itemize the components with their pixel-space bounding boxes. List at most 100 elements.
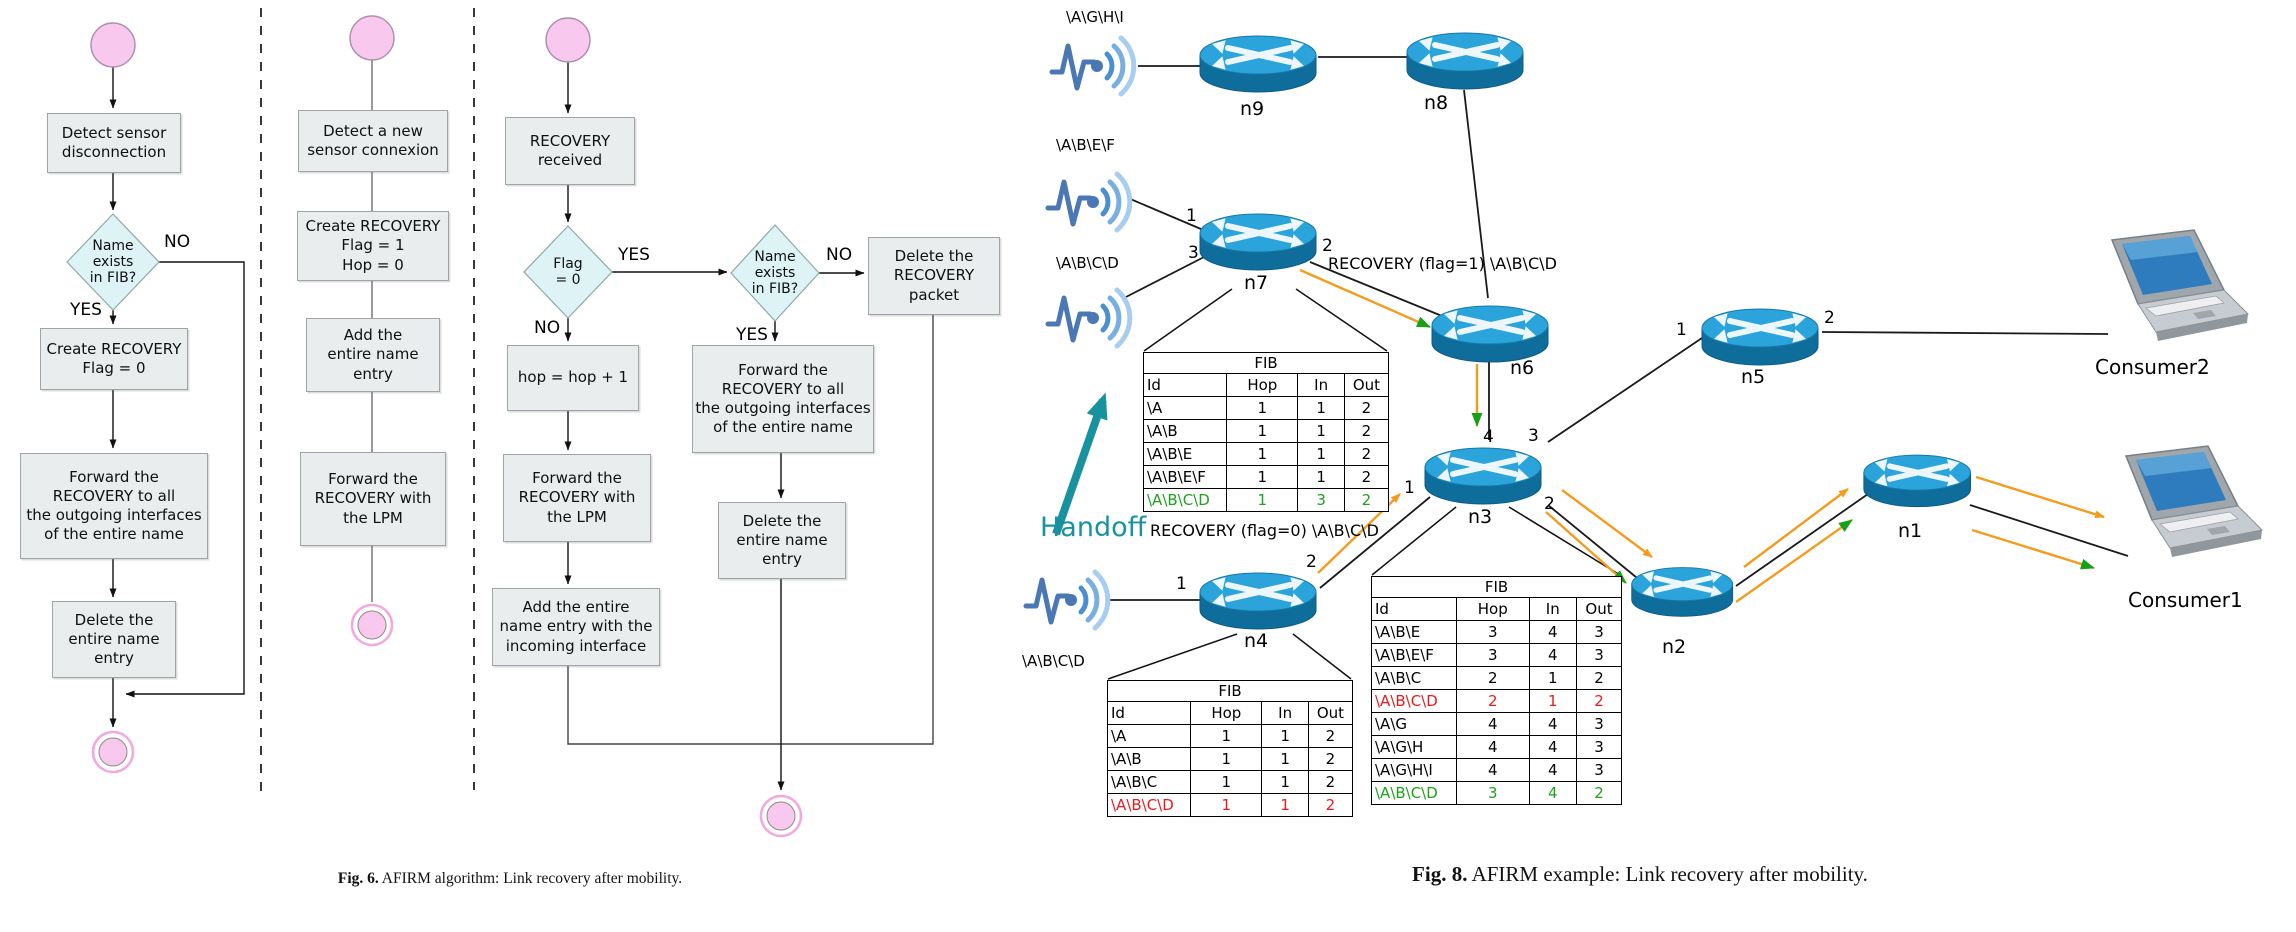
decision-diamonds <box>66 213 820 322</box>
fib-cell: \A\B\C\D <box>1371 689 1457 713</box>
flow3-no1-label: NO <box>534 318 561 338</box>
fig8-network <box>1026 33 2263 680</box>
router-label-n3: n3 <box>1468 506 1493 528</box>
flow3-diamond-name-exists: Name exists in FIB? <box>751 248 799 298</box>
router-n8-icon <box>1407 33 1523 89</box>
fib-column-header: Hop <box>1226 373 1299 397</box>
fib-cell: \A\B\C <box>1106 770 1192 794</box>
flow1-create-recovery: Create RECOVERY Flag = 0 <box>40 328 188 390</box>
fib-cell: 1 <box>1261 747 1309 771</box>
fib-title: FIB <box>1371 576 1622 598</box>
fib-cell: 1 <box>1190 724 1263 748</box>
diamond-flag0 <box>523 225 613 319</box>
fib-cell: 1 <box>1528 689 1577 713</box>
router-n7-icon <box>1200 214 1316 270</box>
flow-connectors-col1 <box>109 67 245 728</box>
fib-cell: \A\B\E\F <box>1142 465 1228 489</box>
fib-cell: 1 <box>1226 465 1299 489</box>
fib-cell: 2 <box>1307 747 1354 771</box>
fig6-caption-text: AFIRM algorithm: Link recovery after mob… <box>381 870 683 887</box>
flow2-add-entry: Add the entire name entry <box>306 318 440 392</box>
fib-cell: \A\B\C\D <box>1142 488 1228 512</box>
flow3-hop-increment: hop = hop + 1 <box>507 345 639 411</box>
fib-cell: 3 <box>1576 620 1622 644</box>
fig6-flowchart <box>66 8 934 838</box>
fib-cell: 1 <box>1261 724 1309 748</box>
fib-cell: 1 <box>1297 465 1345 489</box>
fib-cell: 1 <box>1297 419 1345 443</box>
dashed-separator <box>260 8 475 796</box>
flow2-detect-connexion: Detect a new sensor connexion <box>298 110 448 172</box>
router-n5-icon <box>1702 309 1818 365</box>
consumer1-label: Consumer1 <box>2128 588 2243 612</box>
flow2-forward-lpm: Forward the RECOVERY with the LPM <box>300 452 446 546</box>
fib-column-header: In <box>1297 373 1345 397</box>
fib-cell: 4 <box>1528 735 1577 759</box>
fib-cell: \A\B\C\D <box>1106 793 1192 817</box>
fib-title: FIB <box>1107 680 1353 702</box>
port-n4-2: 2 <box>1306 552 1317 572</box>
fib-cell: \A <box>1142 396 1228 420</box>
fib-cell: 2 <box>1343 419 1390 443</box>
fig6-caption: Fig. 6. AFIRM algorithm: Link recovery a… <box>200 870 820 888</box>
router-label-n8: n8 <box>1424 92 1449 114</box>
fib-cell: 2 <box>1456 689 1530 713</box>
sensor-label-abef: \A\B\E\F <box>1056 136 1115 154</box>
flow1-diamond-name-exists: Name exists in FIB? <box>89 237 137 287</box>
network-links <box>1106 56 2129 601</box>
port-n3-3: 3 <box>1528 426 1539 446</box>
start-circle-col3 <box>545 17 591 63</box>
fib-cell: 2 <box>1343 465 1390 489</box>
port-n5-1: 1 <box>1676 320 1687 340</box>
port-n3-1: 1 <box>1404 478 1415 498</box>
flow3-forward-all-interfaces: Forward the RECOVERY to all the outgoing… <box>692 345 874 453</box>
fib-cell: \A\B <box>1106 747 1192 771</box>
fib-cell: 1 <box>1190 793 1263 817</box>
flow1-no-label: NO <box>164 232 191 252</box>
fib-column-header: Id <box>1106 701 1192 725</box>
port-n3-2: 2 <box>1544 494 1555 514</box>
sensor-label-abcd-old: \A\B\C\D <box>1056 254 1119 272</box>
flow3-yes1-label: YES <box>618 245 650 265</box>
fib-title: FIB <box>1143 352 1389 374</box>
fib-column-header: Out <box>1576 597 1622 621</box>
fib-cell: 2 <box>1343 396 1390 420</box>
fib-cell: \A\B\C <box>1371 666 1457 690</box>
fig6-caption-label: Fig. 6. <box>337 870 379 887</box>
fib-cell: \A\B\C\D <box>1371 781 1457 805</box>
diamond-name-exists-col1 <box>66 213 160 311</box>
sensor-icon-abcd-new <box>1026 572 1108 628</box>
fib-cell: 3 <box>1576 643 1622 667</box>
fib-cell: 1 <box>1226 488 1299 512</box>
flow3-recovery-received: RECOVERY received <box>505 117 635 185</box>
fib-cell: 4 <box>1528 643 1577 667</box>
fib-cell: 1 <box>1297 442 1345 466</box>
fib-cell: 1 <box>1190 747 1263 771</box>
fib-cell: \A\B <box>1142 419 1228 443</box>
flow3-diamond-flag0: Flag = 0 <box>553 255 583 288</box>
sensor-label-abcd-new: \A\B\C\D <box>1022 652 1085 670</box>
router-label-n2: n2 <box>1662 636 1687 658</box>
fib-cell: \A\G\H\I <box>1371 758 1457 782</box>
sensor-icon-aghi <box>1052 38 1134 94</box>
port-n7-1: 1 <box>1186 206 1197 226</box>
fib-cell: 2 <box>1343 488 1390 512</box>
